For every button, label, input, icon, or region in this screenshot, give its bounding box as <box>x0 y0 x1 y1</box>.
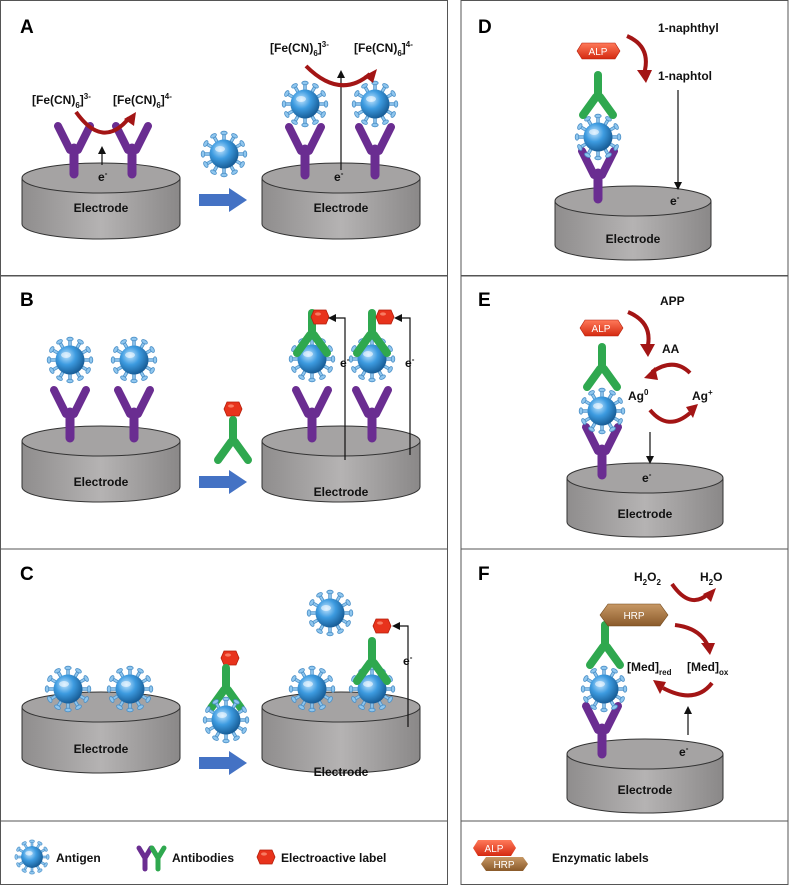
electron-transfer-arrow <box>328 314 346 460</box>
enzymatic-arrowhead <box>640 344 655 357</box>
silver-cycle-arrowhead <box>686 404 698 418</box>
mediator-arrowhead <box>653 680 666 694</box>
silver-zero-label: Ag0 <box>628 388 649 403</box>
electrode-C-left: Electrode <box>21 691 181 774</box>
electroactive-label <box>310 309 330 325</box>
electrode-D: Electrode <box>554 185 712 261</box>
legend-left-frame <box>0 820 448 885</box>
panel-label-F: F <box>478 564 490 585</box>
redox-cycle-arrow <box>74 110 131 135</box>
legend-electroactive-label-text: Electroactive label <box>281 851 386 865</box>
electron-transfer-arrow <box>392 622 409 727</box>
electrode-label: Electrode <box>606 232 661 246</box>
electrode-label: Electrode <box>618 507 673 521</box>
svg-text:HRP: HRP <box>493 860 514 871</box>
legend-antibodies-icon <box>136 845 167 872</box>
electron-label: e- <box>405 355 415 370</box>
substrate-label: APP <box>660 294 685 308</box>
electroactive-label <box>223 401 243 417</box>
electron-label: e- <box>334 169 344 184</box>
peroxide-reduction-arrow <box>670 582 710 603</box>
electron-label: e- <box>98 169 108 184</box>
electroactive-label <box>375 309 395 325</box>
h2o-label: H2O <box>700 570 722 587</box>
alp-enzyme-label: ALP <box>576 42 621 60</box>
ferrocyanide-label: [Fe(CN)6]4- <box>113 92 172 110</box>
svg-text:ALP: ALP <box>485 844 504 855</box>
electroactive-label <box>372 618 392 634</box>
electrode-B-left: Electrode <box>21 425 181 503</box>
electroactive-label <box>220 650 240 666</box>
electrode-A-left: Electrode <box>21 162 181 240</box>
panel-label-D: D <box>478 17 492 38</box>
substrate-label: 1-naphthyl <box>658 21 719 35</box>
mediator-oxidized-label: [Med]ox <box>687 660 729 677</box>
panel-label-A: A <box>20 17 34 38</box>
electrode-label: Electrode <box>314 765 369 779</box>
electrode-F: Electrode <box>566 738 724 814</box>
svg-text:ALP: ALP <box>592 324 611 335</box>
alp-enzyme-label: ALP <box>579 319 624 337</box>
electron-label: e- <box>642 470 652 485</box>
electron-label: e- <box>340 355 350 370</box>
svg-text:HRP: HRP <box>623 611 644 622</box>
legend-alp-icon: ALP <box>473 840 516 856</box>
peroxide-arrowhead <box>703 588 716 602</box>
electrode-label: Electrode <box>314 201 369 215</box>
redox-arrowhead <box>124 112 136 126</box>
legend-antigen-text: Antigen <box>56 851 101 865</box>
electron-label: e- <box>403 653 413 668</box>
ferrocyanide-label: [Fe(CN)6]4- <box>354 40 413 58</box>
legend-right-frame <box>460 820 789 885</box>
panel-label-B: B <box>20 290 34 311</box>
silver-ion-label: Ag+ <box>692 388 713 403</box>
product-label: AA <box>662 342 680 356</box>
legend-electroactive-label-icon <box>256 849 276 865</box>
silver-cycle-arrowhead <box>644 367 658 380</box>
electrode-B-right: Electrode <box>261 425 421 503</box>
electron-label: e- <box>670 193 680 208</box>
enzymatic-arrowhead <box>637 70 652 83</box>
legend-enzymatic-labels-text: Enzymatic labels <box>552 851 649 865</box>
legend-antibodies-text: Antibodies <box>172 851 234 865</box>
electrode-label: Electrode <box>618 783 673 797</box>
electrode-C-right: Electrode <box>261 691 421 779</box>
electrode-label: Electrode <box>74 742 129 756</box>
electron-label: e- <box>679 744 689 759</box>
svg-text:ALP: ALP <box>589 47 608 58</box>
panel-label-C: C <box>20 564 34 585</box>
electrode-label: Electrode <box>314 485 369 499</box>
h2o2-label: H2O2 <box>634 570 661 587</box>
enzymatic-conversion-arrow <box>626 34 648 74</box>
electron-transfer-arrow <box>394 314 411 455</box>
redox-arrowhead <box>364 69 377 83</box>
panel-label-E: E <box>478 290 491 311</box>
ferricyanide-label: [Fe(CN)6]3- <box>32 92 91 110</box>
redox-cycle-arrow <box>304 64 372 88</box>
product-label: 1-naphtol <box>658 69 712 83</box>
mediator-arrowhead <box>701 643 715 655</box>
ferricyanide-label: [Fe(CN)6]3- <box>270 40 329 58</box>
mediator-reduction-arrow <box>662 681 714 698</box>
electrode-label: Electrode <box>74 201 129 215</box>
electrode-label: Electrode <box>74 475 129 489</box>
legend-hrp-icon: HRP <box>481 857 528 871</box>
mediator-reduced-label: [Med]red <box>627 660 672 677</box>
silver-cycle-arrow-bottom <box>648 408 692 424</box>
hrp-enzyme-label: HRP <box>599 603 669 627</box>
